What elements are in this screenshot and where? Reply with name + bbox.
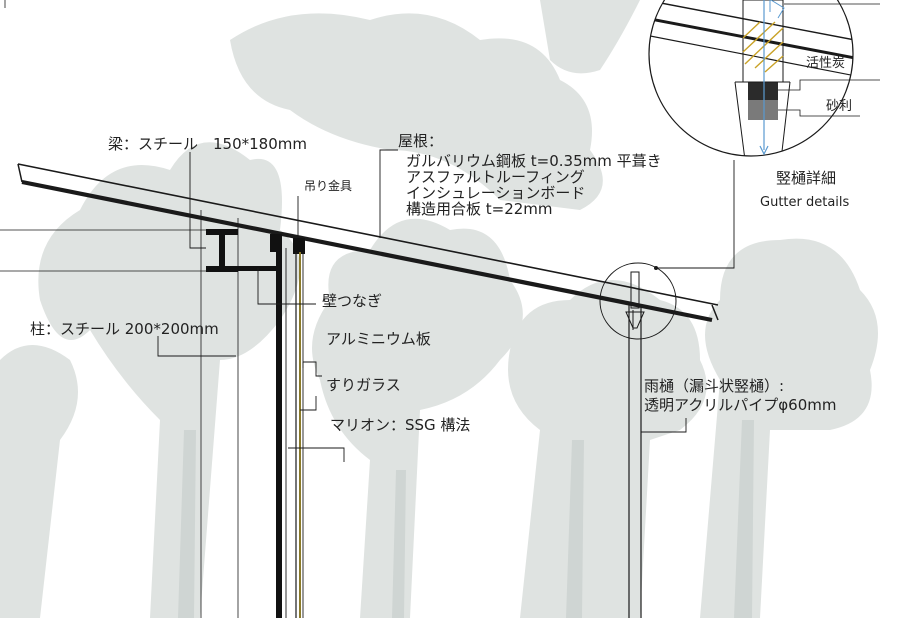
column-label: 柱：スチール 200*200mm <box>30 320 219 338</box>
hanger-brackets <box>270 234 305 254</box>
downpipe-label-1: 雨樋（漏斗状竪樋）: <box>644 377 784 395</box>
aluminum-label: アルミニウム板 <box>326 330 431 348</box>
roof-title: 屋根： <box>398 132 443 150</box>
downpipe <box>625 271 645 618</box>
downpipe-label-2: 透明アクリルパイプφ60mm <box>644 396 836 414</box>
detail-title-en: Gutter details <box>760 195 850 210</box>
label-leaders <box>157 149 687 462</box>
hanger-label: 吊り金具 <box>304 178 352 193</box>
column-mullion <box>276 248 304 618</box>
detail-callout-circle <box>599 262 677 340</box>
roof-layer-3: インシュレーションボード <box>406 184 585 202</box>
roof-layer-4: 構造用合板 t=22mm <box>406 200 553 218</box>
tree-background <box>0 0 879 618</box>
wall-tie-label: 壁つなぎ <box>322 292 382 310</box>
detail-leader <box>656 160 735 269</box>
detail-title-jp: 竪樋詳細 <box>776 169 836 187</box>
steel-beam <box>206 229 277 272</box>
gravel-label: 砂利 <box>826 99 852 114</box>
activated-carbon-label: 活性炭 <box>806 56 845 71</box>
roof <box>17 163 719 323</box>
roof-layer-2: アスファルトルーフィング <box>406 168 585 186</box>
beam-label: 梁：スチール 150*180mm <box>108 135 307 153</box>
mullion-label: マリオン：SSG 構法 <box>330 416 470 434</box>
gutter-detail-view <box>648 0 880 157</box>
roof-layer-1: ガルバリウム鋼板 t=0.35mm 平葺き <box>406 152 662 170</box>
labels: 梁：スチール 150*180mm 吊り金具 屋根： ガルバリウム鋼板 t=0.3… <box>30 56 852 434</box>
frosted-glass-label: すりガラス <box>326 376 401 394</box>
guide-lines <box>0 0 239 618</box>
